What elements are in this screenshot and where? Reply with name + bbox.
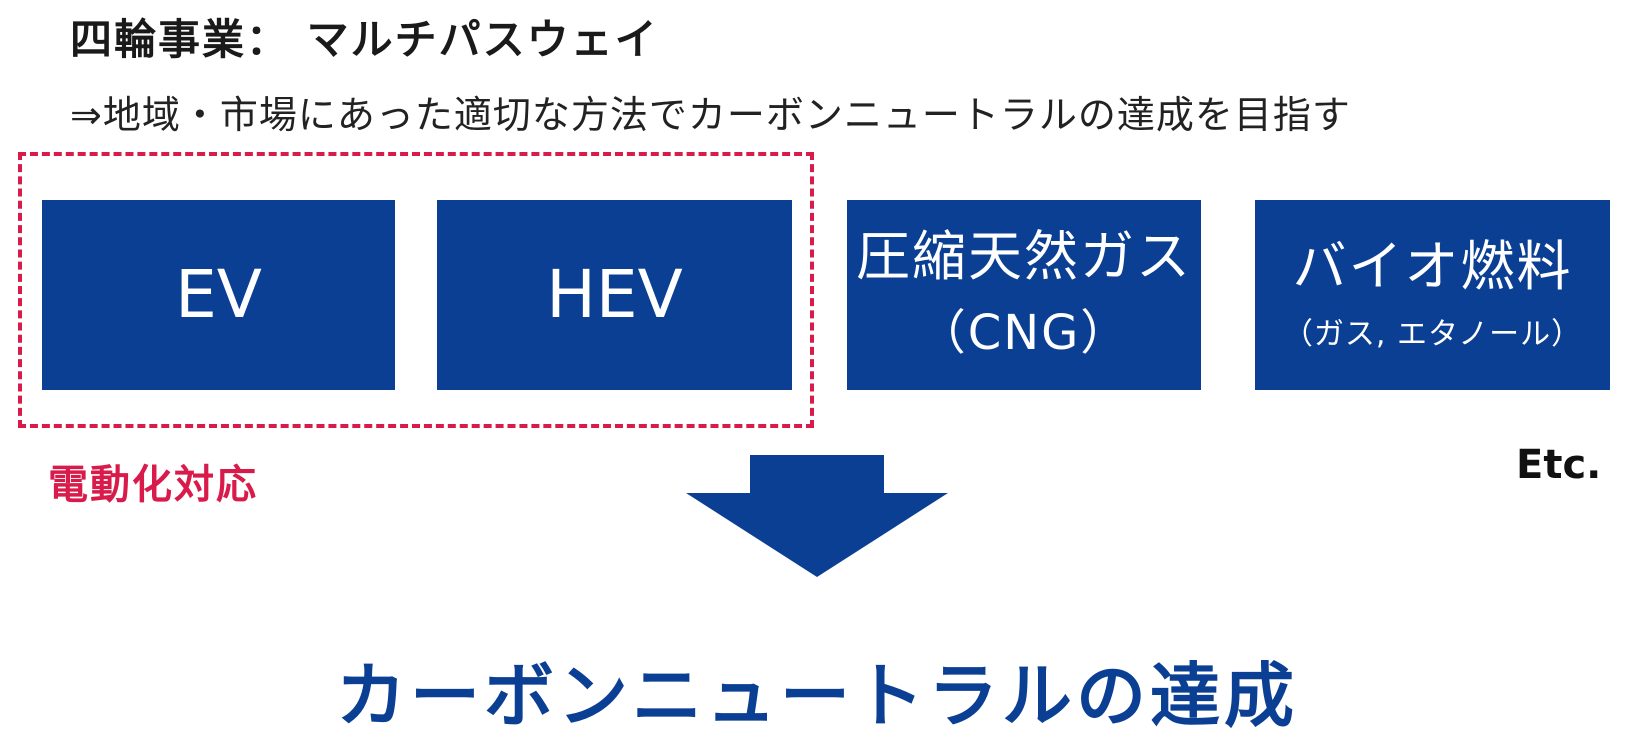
page-title: 四輪事業： マルチパスウェイ [70,15,659,64]
page-subtitle: ⇒地域・市場にあった適切な方法でカーボンニュートラルの達成を目指す [70,93,1351,137]
etc-label: Etc. [1516,442,1602,488]
pathway-label: 圧縮天然ガス [856,225,1192,289]
result-text: カーボンニュートラルの達成 [336,655,1298,737]
pathway-label: EV [175,255,262,333]
electrification-label: 電動化対応 [48,462,258,508]
pathway-sublabel: （CNG） [917,304,1131,361]
pathway-sublabel: （ガス, エタノール） [1282,316,1583,352]
down-arrow-icon [686,455,948,577]
pathway-box-hev: HEV [437,200,792,390]
pathway-label: HEV [546,255,683,333]
pathway-box-cng: 圧縮天然ガス （CNG） [847,200,1201,390]
pathway-box-ev: EV [42,200,395,390]
pathway-label: バイオ燃料 [1292,235,1573,299]
electrification-group-border [18,152,814,428]
pathway-box-biofuel: バイオ燃料 （ガス, エタノール） [1255,200,1610,390]
